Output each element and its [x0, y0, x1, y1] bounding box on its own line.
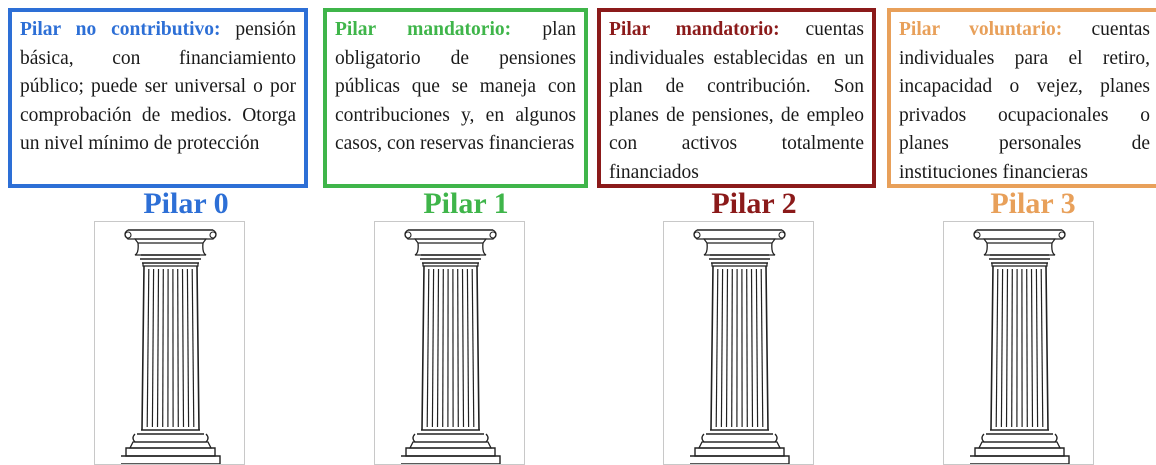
pilar-0-text: pensión básica, con financiamiento públi…: [20, 19, 296, 154]
pilar-3-description-box: Pilar voluntario: cuentas individuales p…: [887, 8, 1156, 188]
pilar-3-title: Pilar 3: [990, 187, 1076, 220]
greek-column-icon: [121, 229, 221, 464]
pilar-0-description-box: Pilar no contributivo: pensión básica, c…: [8, 8, 308, 188]
greek-column-icon: [401, 229, 501, 464]
pilar-1-column: [374, 221, 525, 465]
greek-column-icon: [970, 229, 1070, 464]
pilar-1-lead: Pilar mandatorio:: [335, 19, 512, 40]
pilar-0-column: [94, 221, 245, 465]
pilar-2-text: cuentas individuales establecidas en un …: [609, 19, 864, 183]
pilar-3-lead: Pilar voluntario:: [899, 19, 1063, 40]
pilar-2-title: Pilar 2: [711, 187, 797, 220]
pilar-2-description-box: Pilar mandatorio: cuentas individuales e…: [597, 8, 876, 188]
pilar-3-column: [943, 221, 1094, 465]
pilar-0-lead: Pilar no contributivo:: [20, 19, 221, 40]
pilar-3-text: cuentas individuales para el retiro, inc…: [899, 19, 1150, 183]
pilar-2-lead: Pilar mandatorio:: [609, 19, 780, 40]
pilar-1-title: Pilar 1: [423, 187, 509, 220]
pilar-0-title: Pilar 0: [143, 187, 229, 220]
pilar-2-column: [663, 221, 814, 465]
greek-column-icon: [690, 229, 790, 464]
pilar-1-description-box: Pilar mandatorio: plan obligatorio de pe…: [323, 8, 588, 188]
pilar-1-text: plan obligatorio de pensiones públicas q…: [335, 19, 576, 154]
